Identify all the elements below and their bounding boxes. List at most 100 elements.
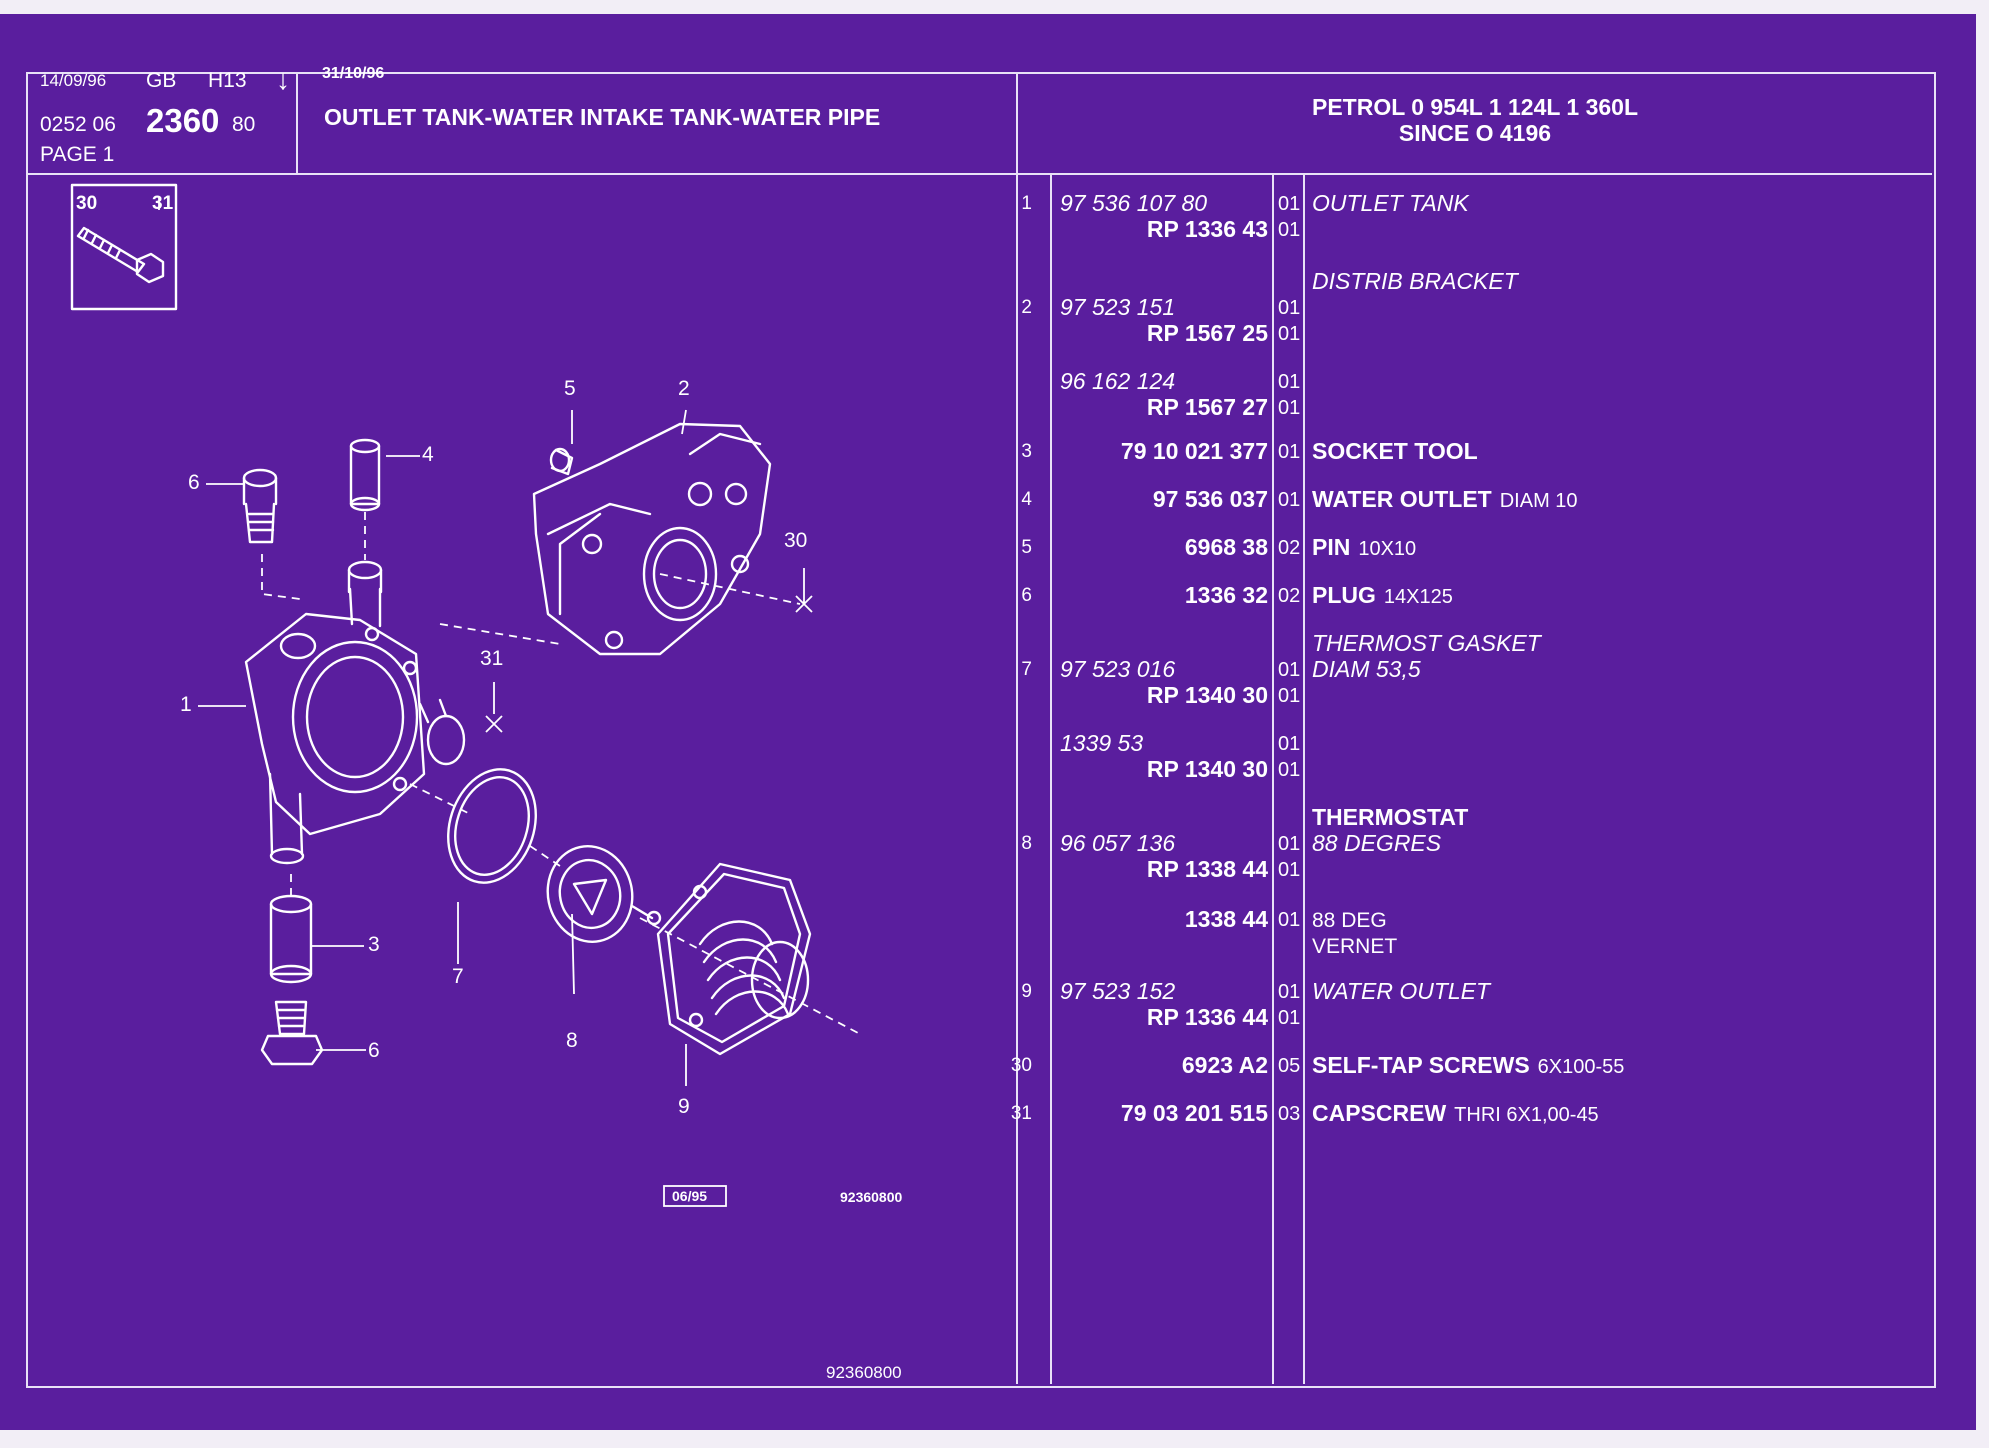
part-description-detail: THRI 6X1,00-45 [1454, 1104, 1599, 1126]
part-reference: 96 057 136 [1060, 830, 1176, 856]
part-item-number: 3 [1021, 441, 1032, 462]
part-description-name: THERMOSTAT [1312, 804, 1469, 830]
region-code: GB [146, 69, 177, 92]
part-reference: 97 536 107 80 [1060, 190, 1208, 216]
part-item-number: 30 [1010, 1055, 1032, 1076]
part-description: 88 DEGRES [1312, 832, 1441, 855]
date-left: 14/09/96 [40, 71, 107, 90]
part-description-name: THERMOST GASKET [1312, 630, 1541, 656]
outer-frame [26, 72, 1936, 1388]
distrib-bracket-drawing [532, 422, 772, 656]
part-description-name: WATER OUTLET [1312, 978, 1491, 1004]
edition-label: 06/95 [672, 1188, 708, 1204]
part-quantity: 01 [1278, 981, 1301, 1003]
part-description-name: DISTRIB BRACKET [1312, 268, 1518, 294]
callout-3: 3 [368, 933, 380, 956]
part-description: SOCKET TOOL [1312, 440, 1478, 463]
part-item-number: 2 [1021, 297, 1032, 318]
part-reference: 6968 38 [1184, 534, 1268, 560]
water-outlet-drawing [656, 862, 812, 1056]
callout-7: 7 [452, 965, 464, 988]
part-description-name: 88 DEG [1312, 909, 1387, 932]
part-item-number: 4 [1021, 489, 1032, 510]
date-right: 31/10/96 [322, 65, 385, 82]
header-divider [26, 173, 1932, 175]
table-line-ref [1272, 173, 1274, 1384]
part-reference: RP 1338 44 [1146, 856, 1268, 882]
part-description-name: PLUG [1312, 582, 1376, 608]
callout-4: 4 [422, 443, 434, 466]
part-quantity: 01 [1278, 297, 1301, 319]
model-code: H13 [208, 69, 247, 92]
gasket-drawing [447, 768, 537, 884]
part-quantity: 01 [1278, 659, 1301, 681]
part-quantity: 01 [1278, 1007, 1301, 1029]
part-description-name: OUTLET TANK [1312, 190, 1469, 216]
part-quantity: 01 [1278, 193, 1301, 215]
ref-main: 2360 [146, 102, 220, 139]
inset-label-31: 31 [152, 193, 174, 214]
outlet-tank-drawing [244, 560, 466, 865]
drawing-ref: 92360800 [840, 1189, 903, 1205]
inset-label-30: 30 [76, 193, 98, 214]
table-line-qty [1303, 173, 1305, 1384]
part-reference: RP 1567 25 [1146, 320, 1268, 346]
part-reference: 97 523 016 [1060, 656, 1176, 682]
part-quantity: 01 [1278, 685, 1301, 707]
part-item-number: 31 [1010, 1103, 1032, 1124]
part-item-number: 8 [1021, 833, 1032, 854]
ref-suffix: 80 [232, 113, 256, 136]
part-description: DIAM 53,5 [1312, 658, 1421, 681]
thermostat-drawing [546, 845, 662, 943]
part-description: VERNET [1312, 934, 1397, 957]
part-quantity: 01 [1278, 397, 1301, 419]
part-reference: RP 1340 30 [1146, 756, 1268, 782]
part-reference: 1336 32 [1184, 582, 1268, 608]
callout-6-bottom: 6 [368, 1039, 380, 1062]
ref-prefix: 0252 06 [40, 113, 116, 136]
part-description-name: DIAM 53,5 [1312, 656, 1421, 682]
water-outlet-pipe-drawing [349, 438, 381, 512]
part-reference: 79 10 021 377 [1120, 438, 1268, 464]
plug-top-drawing [242, 468, 278, 544]
inset-box [70, 183, 178, 311]
plug-bottom-drawing [260, 1000, 324, 1066]
spec-line-2: SINCE O 4196 [1398, 120, 1552, 146]
pin-drawing [549, 447, 574, 476]
callout-8: 8 [566, 1029, 578, 1052]
part-reference: RP 1567 27 [1146, 394, 1268, 420]
parts-catalogue-sheet: 14/09/96 GB H13 ↓ 31/10/96 0252 06 2360 … [0, 14, 1976, 1430]
part-quantity: 01 [1278, 859, 1301, 881]
part-quantity: 01 [1278, 833, 1301, 855]
callout-2: 2 [678, 377, 690, 400]
socket-drawing [269, 894, 313, 984]
callout-30: 30 [784, 529, 808, 552]
part-quantity: 03 [1278, 1103, 1301, 1125]
part-description-name: PIN [1312, 534, 1351, 560]
footer-ref: 92360800 [826, 1363, 902, 1382]
part-description-name: WATER OUTLET [1312, 486, 1492, 512]
part-quantity: 01 [1278, 323, 1301, 345]
part-quantity: 05 [1278, 1055, 1301, 1077]
part-item-number: 7 [1021, 659, 1032, 680]
callout-9: 9 [678, 1095, 690, 1118]
part-description-name: SOCKET TOOL [1312, 438, 1478, 464]
callout-1: 1 [180, 693, 192, 716]
part-description: THERMOST GASKET [1312, 632, 1541, 655]
part-item-number: 5 [1021, 537, 1032, 558]
part-description-detail: 6X100-55 [1537, 1056, 1625, 1078]
part-item-number: 1 [1021, 193, 1032, 214]
part-description-name: SELF-TAP SCREWS [1312, 1052, 1530, 1078]
bolt-icon [76, 226, 165, 284]
part-description: 88 DEG [1312, 908, 1387, 931]
callout-6-top: 6 [188, 471, 200, 494]
page-label: PAGE 1 [40, 143, 115, 166]
page-title: OUTLET TANK-WATER INTAKE TANK-WATER PIPE [324, 104, 881, 130]
callout-5: 5 [564, 377, 576, 400]
part-description-name: 88 DEGRES [1312, 830, 1442, 856]
diagram-drawing [70, 183, 861, 1207]
leader-lines [198, 409, 861, 1086]
part-quantity: 01 [1278, 489, 1301, 511]
